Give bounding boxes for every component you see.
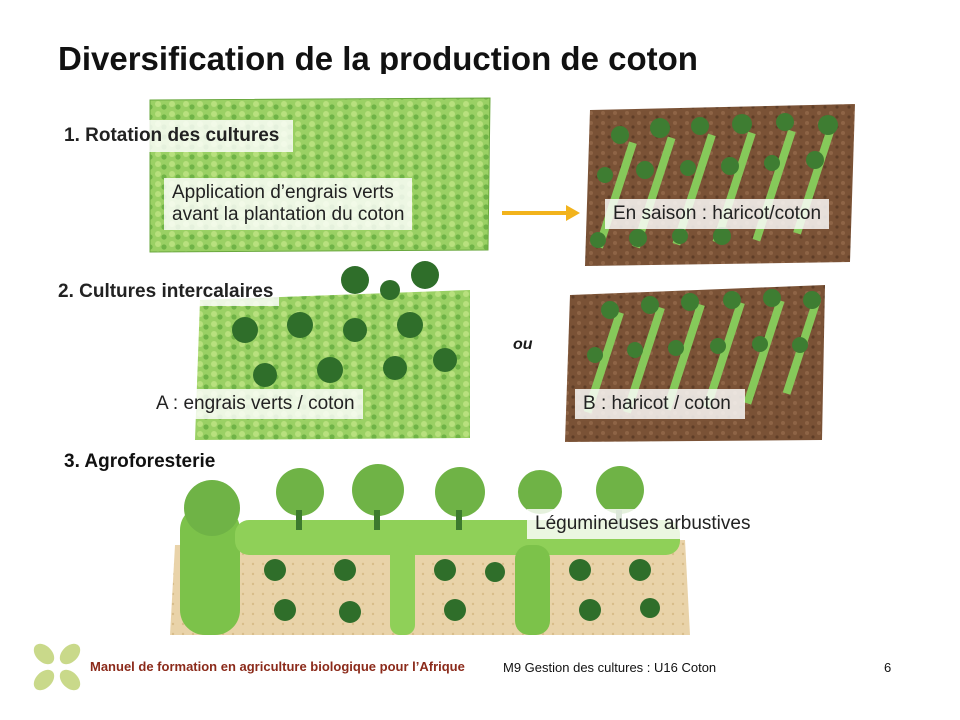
footer-manual-title: Manuel de formation en agriculture biolo… [90,659,465,674]
page-number: 6 [884,660,892,675]
agroforestry-illustration [170,464,690,635]
slide-title: Diversification de la production de coto… [58,40,698,74]
right-arrow-icon [502,205,580,221]
rotation-heading: 1. Rotation des cultures [58,120,294,152]
green-manure-label-line1: Application d’engrais verts [172,182,394,203]
option-a-label: A : engrais verts / coton [148,389,363,419]
bean-cotton-field-top-illustration [585,104,855,266]
intercropping-heading: 2. Cultures intercalaires [52,278,280,306]
shrubs-label: Légumineuses arbustives [527,509,759,539]
green-manure-label-line2: avant la plantation du coton [172,204,405,225]
footer-module: M9 Gestion des cultures : U16 Coton [503,660,717,675]
leaf-cross-logo-icon [33,643,81,691]
green-manure-label: Application d’engrais verts avant la pla… [164,178,413,230]
or-label: ou [513,336,533,353]
agroforestry-heading: 3. Agroforesterie [64,451,216,472]
option-b-label: B : haricot / coton [575,389,745,419]
season-label: En saison : haricot/coton [605,199,830,229]
